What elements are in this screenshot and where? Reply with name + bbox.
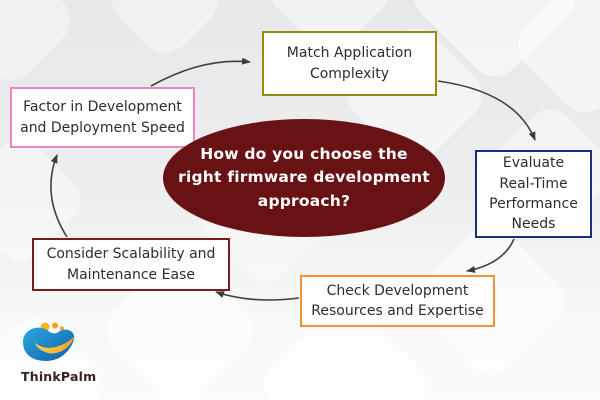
central-question-text: How do you choose the right firmware dev… [178,145,430,210]
node-label: Check Development Resources and Expertis… [311,282,484,319]
arrow-factor-to-match [150,57,251,87]
node-label: Match Application Complexity [286,45,413,82]
logo-wave-blue [23,327,75,361]
bg-diamond [101,0,229,64]
logo-dot [52,322,58,329]
logo-wave-yellow [35,337,74,354]
node-consider-scalability-maintenance: Consider Scalability and Maintenance Eas… [32,238,230,291]
node-evaluate-realtime-performance: Evaluate Real-Time Performance Needs [475,150,592,238]
node-check-resources-expertise: Check Development Resources and Expertis… [300,275,495,327]
node-label: Factor in Development and Deployment Spe… [20,99,185,136]
bg-diamond [0,0,81,91]
thinkpalm-logo-icon [23,322,75,361]
node-factor-development-speed: Factor in Development and Deployment Spe… [10,87,195,148]
logo-dot [60,326,64,331]
node-label: Evaluate Real-Time Performance Needs [489,155,578,233]
node-match-application-complexity: Match Application Complexity [262,31,437,96]
logo-text: ThinkPalm [21,369,97,384]
thinkpalm-logo: ThinkPalm [18,320,108,384]
node-label: Consider Scalability and Maintenance Eas… [46,246,216,283]
central-question-ellipse: How do you choose the right firmware dev… [163,119,445,237]
